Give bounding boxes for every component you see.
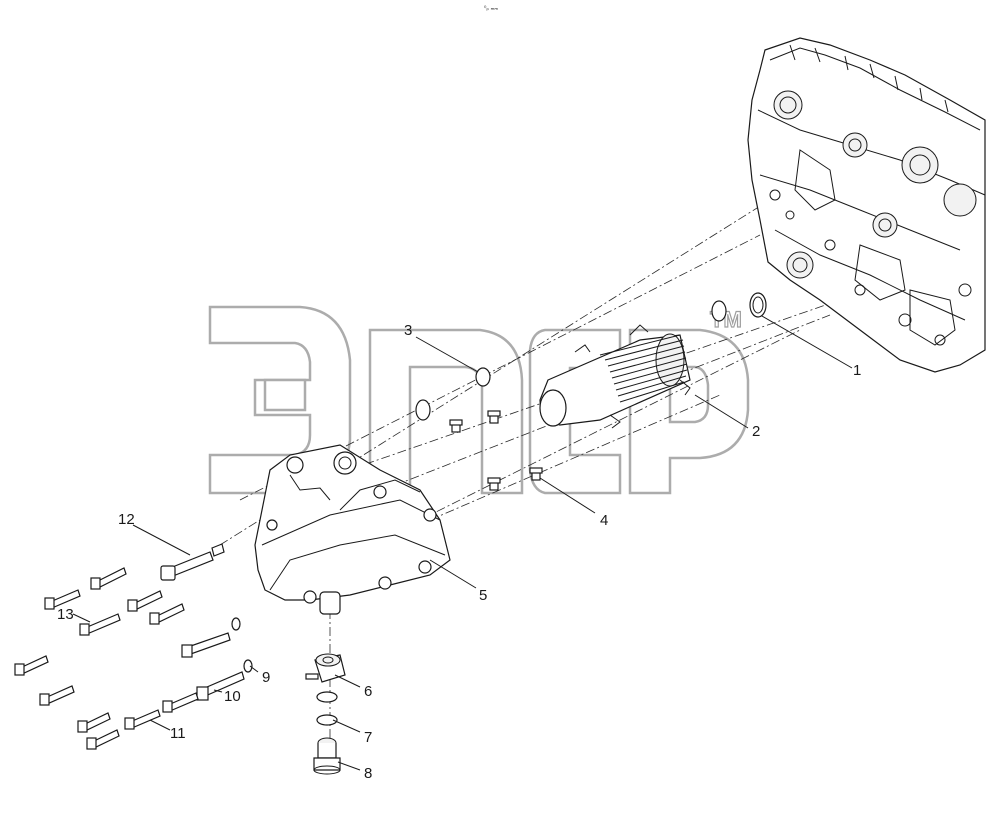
washers-9: [231, 617, 253, 673]
callout-9: 9: [262, 669, 270, 686]
callout-13: 13: [57, 606, 74, 623]
callout-10: 10: [224, 688, 241, 705]
callout-4: 4: [600, 512, 608, 529]
small-bolts-4: [449, 410, 543, 491]
callout-1: 1: [853, 362, 861, 379]
callout-2: 2: [752, 423, 760, 440]
spacer-stud-12: [160, 543, 225, 581]
callout-7: 7: [364, 729, 372, 746]
leader-lines: [72, 315, 853, 771]
callout-12: 12: [118, 511, 135, 528]
callout-3: 3: [404, 322, 412, 339]
callout-6: 6: [364, 683, 372, 700]
block-o-rings: [711, 292, 767, 322]
callout-labels: 1 2 3 4 5 6 7 8 9 10 11 12 13: [57, 322, 861, 782]
bolts-13: [44, 567, 185, 636]
stud-bolts-10: [181, 632, 245, 701]
callout-8: 8: [364, 765, 372, 782]
header-mark: ⁰ₚ ₘₘ: [484, 5, 498, 12]
engine-block: [747, 37, 986, 373]
callout-5: 5: [479, 587, 487, 604]
oil-cooler-element: [539, 324, 691, 429]
hollow-screw: [313, 737, 341, 775]
callout-11: 11: [170, 725, 186, 742]
o-rings-7: [316, 691, 338, 726]
bolts-11: [14, 655, 199, 750]
o-rings-3: [415, 367, 491, 421]
adapter-fitting: [305, 653, 346, 683]
cooler-housing: [254, 444, 451, 615]
